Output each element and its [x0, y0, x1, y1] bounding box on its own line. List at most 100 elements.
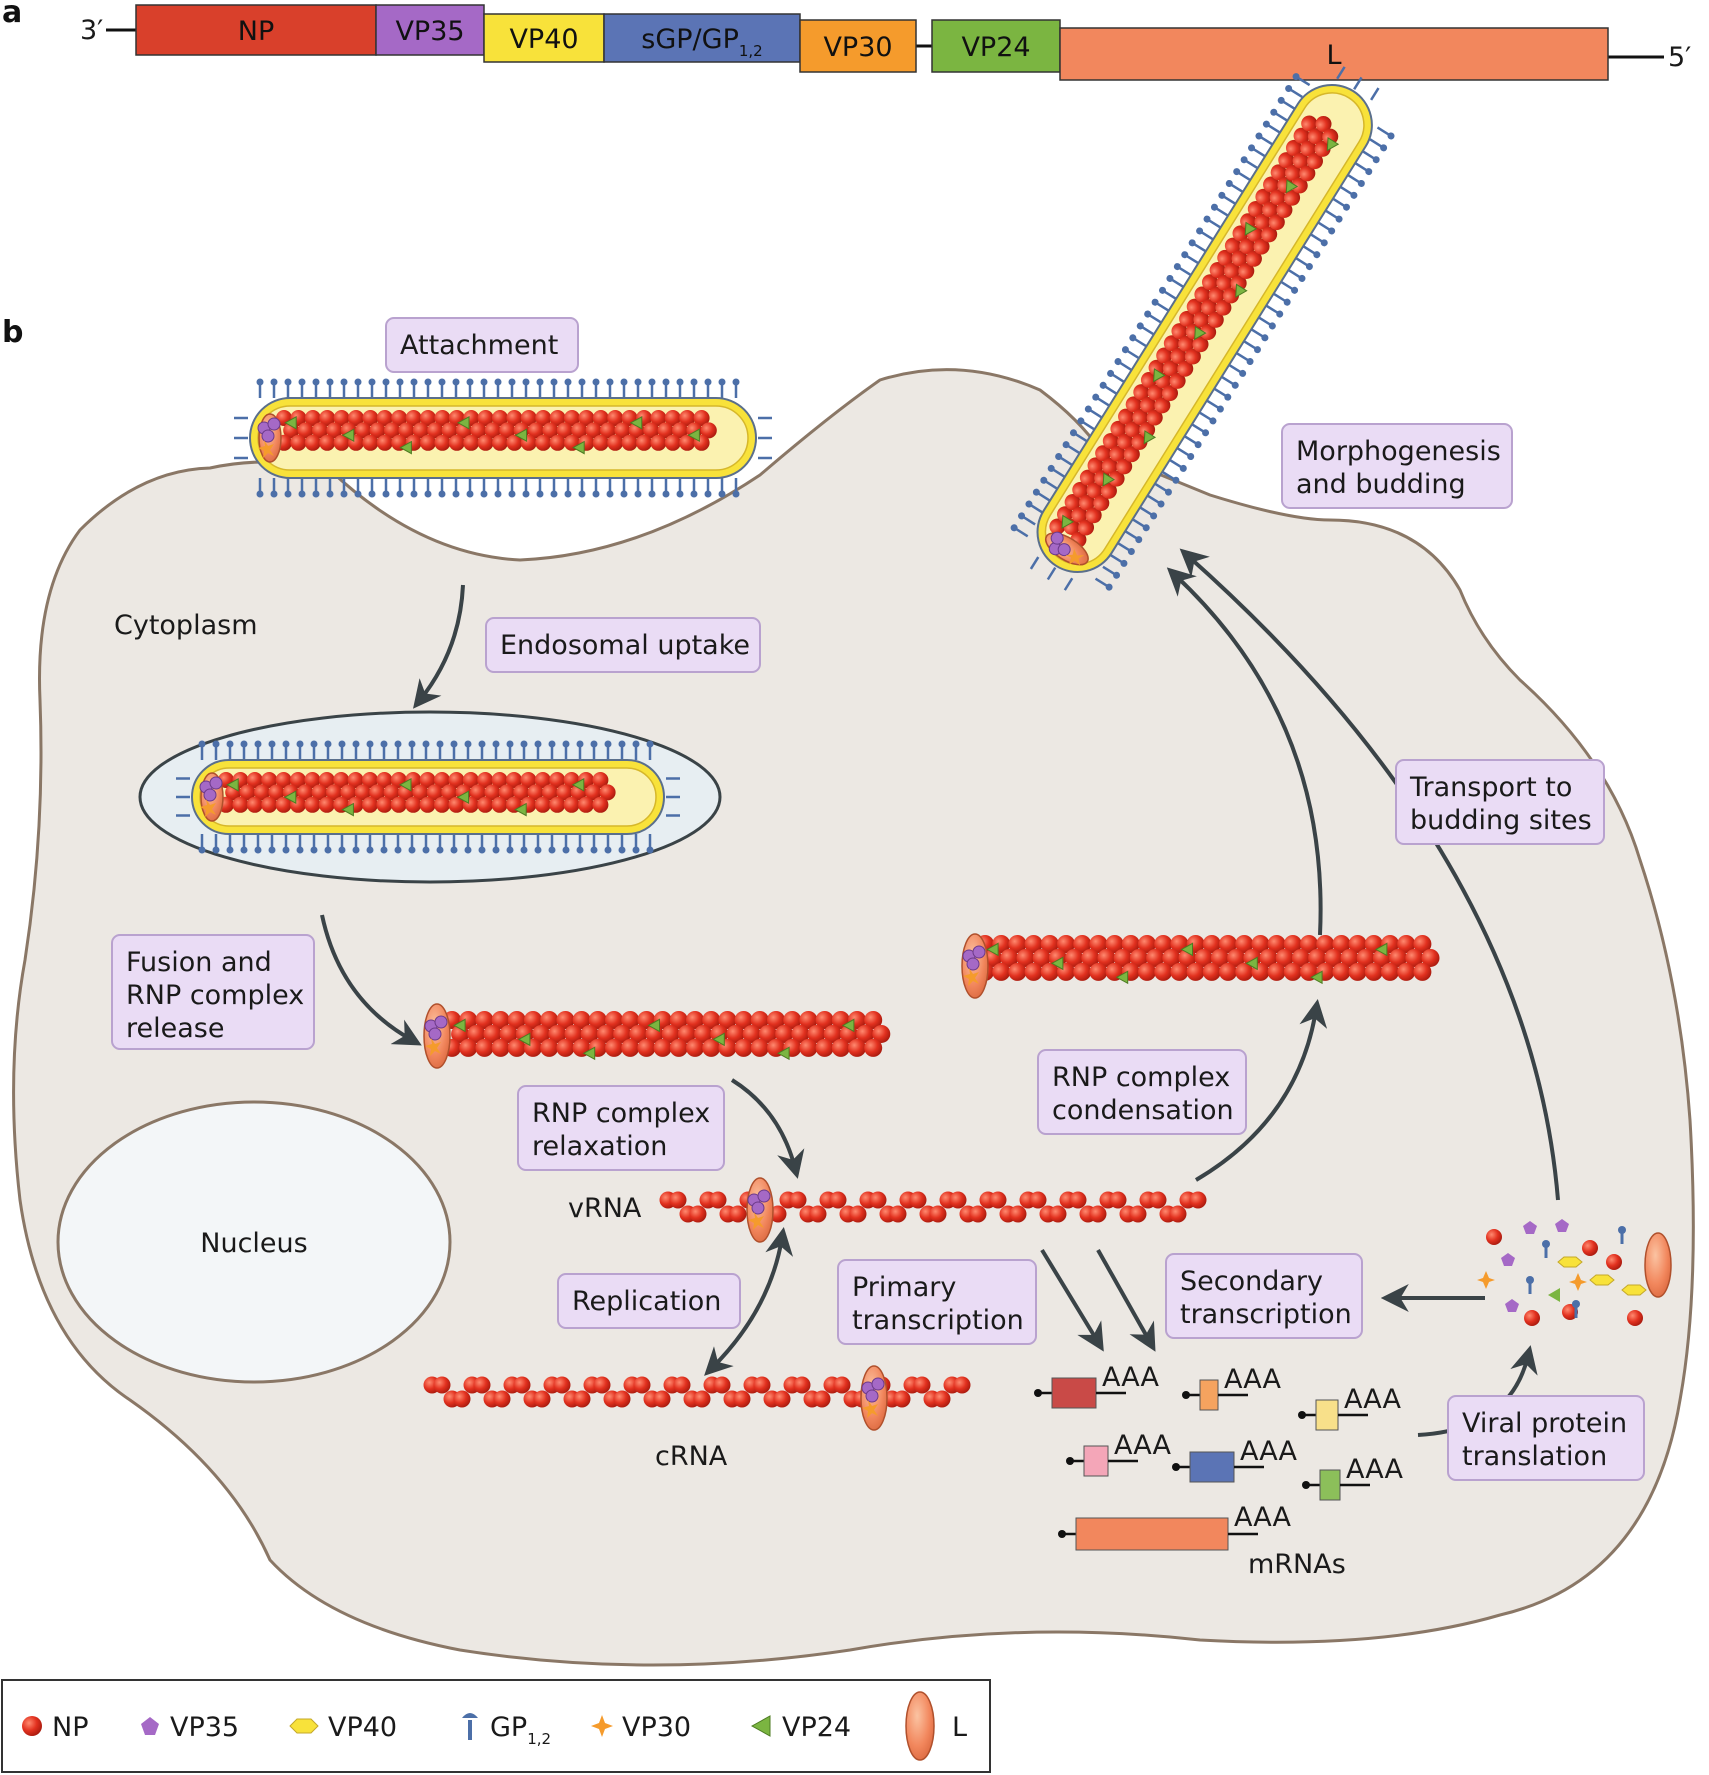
legend-item-vp35: VP35	[141, 1712, 239, 1743]
arrow-relaxation	[730, 1078, 805, 1179]
step-label-line: RNP complex	[532, 1098, 710, 1129]
step-box	[111, 934, 315, 1050]
step-label-line: release	[126, 1013, 224, 1044]
step-box	[1281, 423, 1513, 509]
step-label-line: transcription	[852, 1305, 1024, 1336]
legend-item-np: NP	[22, 1712, 88, 1743]
l-icon	[905, 1691, 935, 1761]
l-polymerase	[1644, 1232, 1672, 1298]
legend-item-vp40: VP40	[289, 1712, 397, 1743]
legend-item-vp30: VP30	[591, 1712, 691, 1743]
polya-tail-label: AAA	[1114, 1430, 1171, 1461]
vp30-icon	[591, 1715, 613, 1737]
genome-segment-l	[1059, 27, 1609, 81]
legend-item-vp24: VP24	[750, 1712, 851, 1743]
arrow-transport-rnp	[1166, 567, 1323, 936]
legend-item-l: L	[905, 1691, 967, 1761]
legend-label: VP30	[622, 1712, 691, 1743]
budding-virion-body	[1010, 66, 1395, 591]
arrow-replication	[704, 1226, 794, 1376]
l-polymerase	[961, 933, 989, 999]
step-label-line: budding sites	[1410, 805, 1592, 836]
legend-label: VP35	[170, 1712, 239, 1743]
step-label-line: RNP complex	[1052, 1062, 1230, 1093]
step-endosomal: Endosomal uptake	[485, 617, 761, 673]
step-label-line: Morphogenesis	[1296, 436, 1501, 467]
step-box	[1165, 1253, 1363, 1339]
step-box	[837, 1259, 1037, 1345]
step-box	[485, 617, 761, 673]
vrna-label: vRNA	[568, 1193, 642, 1224]
genome-segment-sgp-gp	[603, 13, 801, 63]
genome-segment-label: VP30	[823, 32, 892, 63]
genome-3prime-end: 3′	[80, 15, 103, 46]
genome-segment-label: VP40	[509, 24, 578, 55]
step-box	[1395, 759, 1605, 845]
l-polymerase	[860, 1365, 888, 1431]
step-replication: Replication	[557, 1273, 741, 1329]
mrna-4: AAA	[1066, 1430, 1171, 1477]
genome-segment-vp35	[375, 4, 485, 56]
step-label-line: Secondary	[1180, 1266, 1323, 1297]
released-rnp-complex	[443, 1011, 891, 1061]
legend-box	[1, 1679, 991, 1773]
attaching-virion	[234, 378, 772, 498]
arrow-transport-proteins	[1179, 548, 1560, 1201]
np-icon	[22, 1716, 42, 1736]
step-box	[557, 1273, 741, 1329]
step-box	[1037, 1049, 1247, 1135]
step-label-line: and budding	[1296, 469, 1466, 500]
vp35-icon	[141, 1717, 159, 1735]
step-label-line: Endosomal uptake	[500, 630, 750, 661]
step-label-line: Viral protein	[1462, 1408, 1627, 1439]
cytoplasm-label: Cytoplasm	[114, 610, 258, 641]
polya-tail-label: AAA	[1240, 1436, 1297, 1467]
step-label-line: Replication	[572, 1286, 721, 1317]
legend-label: NP	[52, 1712, 88, 1743]
step-label-line: Primary	[852, 1272, 956, 1303]
legend-label: VP40	[328, 1712, 397, 1743]
genome-segment-label: L	[1326, 40, 1341, 71]
polya-tail-label: AAA	[1344, 1384, 1401, 1415]
nucleus	[56, 1100, 452, 1384]
polya-tail-label: AAA	[1346, 1454, 1403, 1485]
polya-tail-label: AAA	[1234, 1502, 1291, 1533]
step-label-line: Attachment	[400, 330, 558, 361]
polya-tail-label: AAA	[1102, 1362, 1159, 1393]
mrna-1: AAA	[1034, 1362, 1159, 1409]
mrnas-label: mRNAs	[1248, 1549, 1346, 1580]
legend-label: L	[952, 1712, 967, 1743]
nucleocapsid	[1049, 115, 1340, 548]
l-polymerase	[257, 413, 282, 463]
mrna-3: AAA	[1298, 1384, 1401, 1431]
mrna-6: AAA	[1302, 1454, 1403, 1501]
arrow-condensation	[1194, 998, 1328, 1182]
genome-5prime-end: 5′	[1668, 42, 1691, 73]
genome-segment-label: VP24	[961, 32, 1030, 63]
nucleocapsid	[276, 410, 717, 455]
genome-segment-label: sGP/GP1,2	[641, 24, 762, 60]
vp24-icon	[750, 1715, 771, 1737]
crna-label: cRNA	[655, 1441, 728, 1472]
genome-segment-vp40	[483, 13, 605, 63]
nucleocapsid	[218, 772, 616, 817]
endosomal-virion	[176, 740, 680, 854]
genome-segment-label: NP	[238, 16, 274, 47]
l-polymerase	[199, 772, 224, 822]
vp40-icon	[289, 1718, 319, 1734]
panel-label-a: a	[2, 0, 22, 30]
l-polymerase	[423, 1003, 451, 1069]
step-label-line: translation	[1462, 1441, 1607, 1472]
arrow-primary-transcription-2	[1096, 1249, 1156, 1352]
genome-segment-vp30	[799, 19, 917, 73]
step-box	[385, 317, 579, 373]
mrna-2: AAA	[1182, 1364, 1281, 1411]
